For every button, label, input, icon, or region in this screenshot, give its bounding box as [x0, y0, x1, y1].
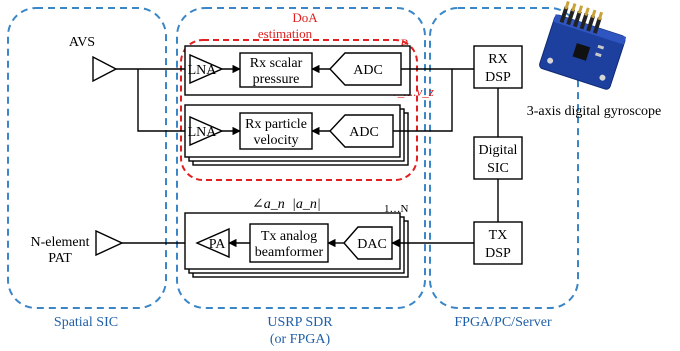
digital-sic-label-2: SIC	[487, 161, 509, 176]
rx-particle-box	[239, 112, 313, 150]
rx-dsp-label-2: DSP	[485, 70, 511, 85]
tx-beamformer-label: Tx analog	[261, 229, 317, 244]
doa-estimation-region	[180, 39, 418, 181]
lna1-amp-icon	[189, 53, 224, 85]
usrp-sdr-sublabel: (or FPGA)	[270, 332, 331, 347]
fpga-label: FPGA/PC/Server	[454, 315, 552, 330]
lna2-amp-icon	[189, 115, 224, 147]
wire-adc2-rxdsp	[393, 69, 453, 132]
rx-dsp-label: RX	[488, 52, 507, 67]
doa-label-line2: estimation	[258, 26, 313, 41]
doa-label: DoA	[292, 10, 318, 25]
wire-avs-lna2	[137, 69, 190, 132]
tx-dsp-label-2: DSP	[485, 246, 511, 261]
adc1-label: ADC	[353, 63, 383, 78]
magnitude-label: |a_n|	[292, 197, 321, 212]
element-index-label: 1…N	[384, 203, 409, 215]
rx-scalar-label: Rx scalar	[250, 56, 303, 71]
gyroscope-board-image	[539, 0, 627, 90]
pat-label: N-element	[30, 235, 89, 250]
tx-beamformer-label-2: beamformer	[255, 245, 324, 260]
pat-antenna-icon	[95, 229, 124, 257]
rx-scalar-label-2: pressure	[253, 72, 300, 87]
usrp-sdr-region	[176, 7, 426, 309]
digital-sic-box	[473, 136, 523, 180]
tx-dsp-label: TX	[489, 228, 508, 243]
pa-label: PA	[209, 237, 227, 252]
tx-dsp-box	[473, 221, 523, 265]
pat-label-2: PAT	[48, 251, 72, 266]
adc2-label: ADC	[349, 125, 379, 140]
lna2-label: LNA	[188, 125, 218, 140]
avs-label: AVS	[69, 35, 95, 50]
spatial-sic-region	[7, 7, 167, 309]
digital-sic-label: Digital	[479, 143, 518, 158]
lna1-label: LNA	[188, 63, 218, 78]
fpga-region	[429, 7, 579, 309]
avs-antenna-icon	[92, 55, 118, 83]
usrp-sdr-label: USRP SDR	[267, 315, 333, 330]
rx-particle-label: Rx particle	[245, 117, 307, 132]
tx-beamformer-box	[249, 223, 329, 263]
rx-dsp-box	[473, 45, 523, 89]
spatial-sic-label: Spatial SIC	[54, 315, 118, 330]
phase-label: ∠a_n	[252, 197, 285, 212]
pressure-label-p: P	[399, 36, 408, 51]
dac-label: DAC	[357, 237, 387, 252]
gyroscope-label: 3-axis digital gyroscope	[527, 104, 662, 119]
rx-particle-label-2: velocity	[253, 133, 298, 148]
